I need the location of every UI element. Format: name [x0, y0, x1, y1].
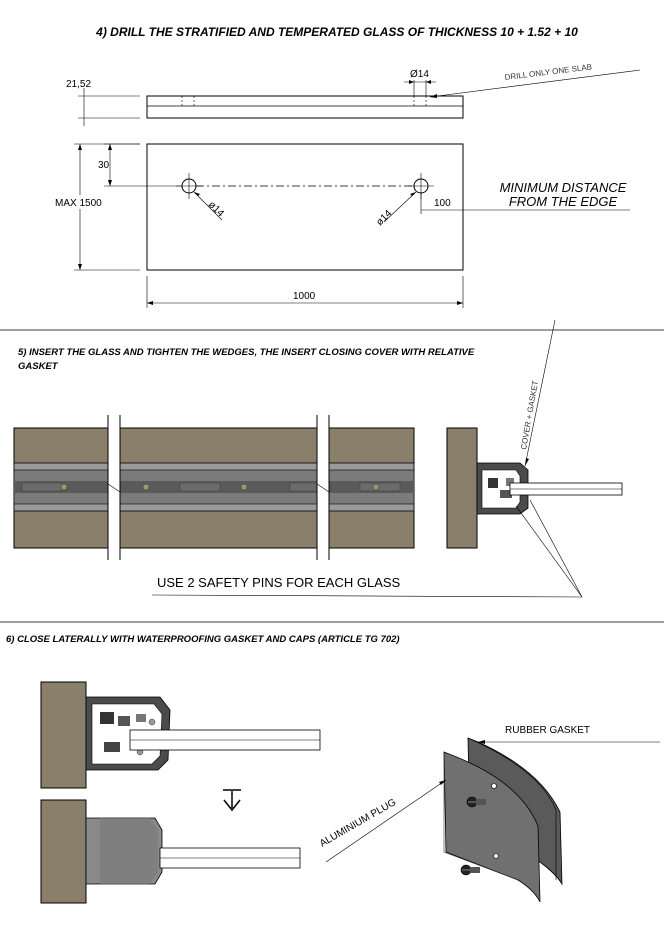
section4-title: 4) DRILL THE STRATIFIED AND TEMPERATED G… [95, 25, 578, 39]
note-min-distance-1: MINIMUM DISTANCE [500, 180, 627, 195]
screw-icon [466, 796, 486, 808]
dim-hole-top-label: Ø14 [410, 69, 429, 80]
section5-title-line2: GASKET [18, 361, 59, 372]
note-rubber-gasket: RUBBER GASKET [505, 725, 590, 736]
dim-thickness-label: 21,52 [66, 79, 91, 90]
wall-channel-elevation [13, 415, 415, 560]
profile-with-glass [40, 681, 321, 789]
note-safety-pins: USE 2 SAFETY PINS FOR EACH GLASS [157, 575, 401, 590]
profile-with-plug [40, 799, 301, 904]
rubber-gasket-leader: RUBBER GASKET [478, 725, 660, 744]
screw-icon [460, 864, 480, 876]
minimum-distance-note: MINIMUM DISTANCE FROM THE EDGE [463, 180, 630, 211]
wall-channel-section [446, 427, 623, 549]
section5-title-line1: 5) INSERT THE GLASS AND TIGHTEN THE WEDG… [18, 347, 475, 358]
down-arrow-icon [223, 789, 241, 812]
cover-gasket-leader: COVER + GASKET [519, 319, 556, 467]
note-aluminium-plug: ALUMINIUM PLUG [318, 797, 398, 850]
dim-1000-label: 1000 [293, 291, 316, 302]
aluminium-plug-leader: ALUMINIUM PLUG [318, 779, 447, 863]
dim-max-label: MAX 1500 [55, 198, 102, 209]
note-drill-one-slab: DRILL ONLY ONE SLAB [504, 62, 592, 82]
aluminium-plug-part [443, 751, 541, 903]
drill-one-slab-leader: DRILL ONLY ONE SLAB [429, 62, 641, 98]
dim-100: 100 [420, 192, 463, 214]
top-hole-dimension: Ø14 [404, 69, 436, 96]
dim-30-label: 30 [98, 160, 110, 171]
glass-side-view [146, 95, 464, 119]
note-min-distance-2: FROM THE EDGE [509, 194, 618, 209]
safety-pins-note: USE 2 SAFETY PINS FOR EACH GLASS [151, 499, 583, 598]
dim-max-1500: MAX 1500 [54, 143, 140, 271]
dim-1000: 1000 [146, 276, 464, 308]
section6-title: 6) CLOSE LATERALLY WITH WATERPROOFING GA… [6, 634, 400, 645]
note-cover-gasket: COVER + GASKET [519, 380, 540, 451]
thickness-dimension: 21,52 [66, 79, 140, 126]
dim-100-label: 100 [434, 198, 451, 209]
glass-front-view [146, 143, 464, 271]
